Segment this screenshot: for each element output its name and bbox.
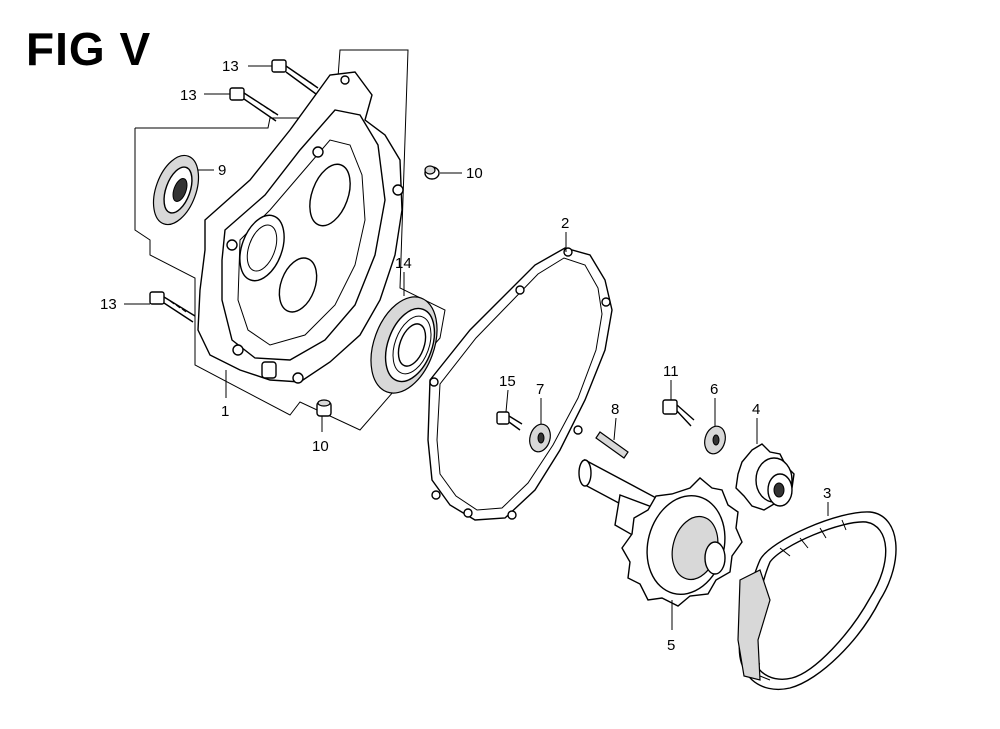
callout-5: 5 [667, 637, 675, 654]
bolt-13-middle [229, 87, 279, 122]
callout-11: 11 [663, 363, 679, 380]
callout-7: 7 [536, 381, 544, 398]
gear-case-housing [197, 71, 404, 384]
small-sprocket-4 [735, 443, 795, 511]
shaft-sprocket-5 [578, 458, 743, 607]
bolt-13-top [271, 59, 319, 95]
callout-10-lower: 10 [312, 438, 329, 455]
callout-2: 2 [561, 215, 569, 232]
gasket-2 [427, 247, 613, 521]
callout-labels: 13 13 9 10 2 14 13 15 7 8 11 6 4 3 1 10 … [100, 58, 831, 654]
callout-10-upper: 10 [466, 165, 483, 182]
callout-13-top: 13 [222, 58, 239, 75]
callout-1: 1 [221, 403, 229, 420]
dowel-pin-10-upper [424, 165, 440, 180]
bolt-11 [662, 399, 695, 427]
key-8 [595, 431, 629, 459]
callout-3: 3 [823, 485, 831, 502]
bolt-15 [496, 411, 523, 431]
bearing-14 [370, 296, 438, 394]
callout-8: 8 [611, 401, 619, 418]
callout-13-middle: 13 [180, 87, 197, 104]
bolt-13-lower [149, 291, 196, 323]
dowel-pin-10-lower [316, 399, 332, 417]
washer-7 [529, 423, 551, 453]
callout-4: 4 [752, 401, 760, 418]
drive-chain-3 [737, 511, 897, 691]
callout-14: 14 [395, 255, 412, 272]
washer-6 [704, 425, 726, 455]
leader-lines [124, 65, 829, 630]
callout-6: 6 [710, 381, 718, 398]
oil-seal-9 [152, 154, 200, 226]
figure-title: FIG V [26, 23, 152, 75]
callout-9: 9 [218, 162, 226, 179]
callout-15: 15 [499, 373, 516, 390]
callout-13-lower: 13 [100, 296, 117, 313]
